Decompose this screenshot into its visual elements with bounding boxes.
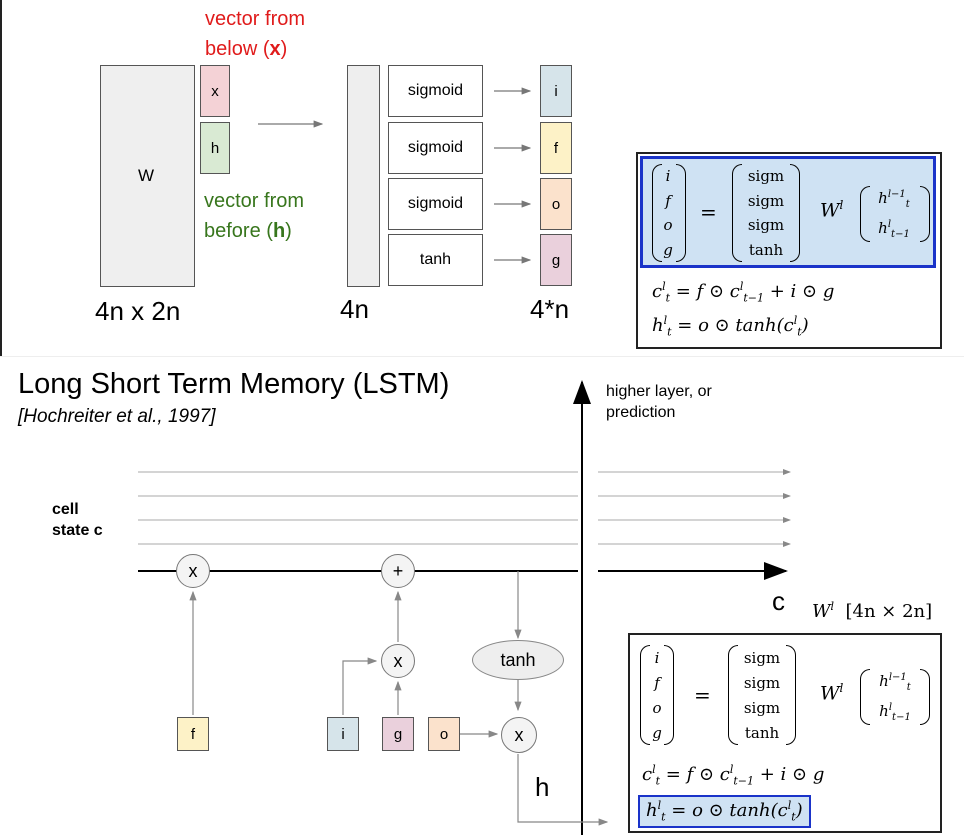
bottom-equation-cell-update: clt = f ⊙ clt−1 + i ⊙ g [642, 763, 825, 788]
label-vector-from-below: vector from below (x) [205, 8, 306, 60]
activation-sigmoid-f: sigmoid [388, 122, 483, 174]
equation-cell-update: clt = f ⊙ clt−1 + i ⊙ g [652, 280, 835, 305]
arrow-i-to-mul [342, 657, 378, 715]
top-arrows [258, 87, 532, 264]
input-multiply-op: x [381, 644, 415, 678]
slide-divider [0, 356, 964, 357]
lstm-diagram-lines [138, 380, 791, 835]
cell-add-op: + [381, 554, 415, 588]
gate-i-box: i [540, 65, 572, 117]
lstm-gate-i: i [327, 717, 359, 751]
equation-weight: Wl [820, 198, 844, 222]
forget-multiply-op: x [176, 554, 210, 588]
pre-activation-vector [347, 65, 380, 287]
gate-g-box: g [540, 234, 572, 286]
arrow-h-output [517, 754, 609, 826]
label-cell-state: cell state c [52, 501, 103, 539]
tanh-node: tanh [472, 640, 564, 680]
equation-highlight [640, 156, 936, 268]
gate-o-box: o [540, 178, 572, 230]
output-multiply-op: x [501, 717, 537, 753]
label-c-output: c [772, 586, 785, 616]
weight-matrix-w: W [100, 65, 195, 287]
input-x-box: x [200, 65, 230, 117]
dim-label-w: 4n x 2n [95, 296, 181, 326]
lstm-citation: [Hochreiter et al., 1997] [18, 406, 216, 427]
input-h-box: h [200, 122, 230, 174]
dim-label-4starn: 4*n [530, 294, 570, 324]
activation-sigmoid-o: sigmoid [388, 178, 483, 230]
equation-h-vector: hl−1t hlt−1 [878, 188, 910, 240]
equation-hidden-update: hlt = o ⊙ tanh(clt) [652, 314, 809, 339]
activation-sigmoid-i: sigmoid [388, 65, 483, 117]
dim-label-4n: 4n [340, 294, 369, 324]
bottom-equation-hidden-update: hlt = o ⊙ tanh(clt) [638, 795, 811, 828]
cell-state-stack-lines [138, 469, 791, 547]
lstm-title: Long Short Term Memory (LSTM) [18, 368, 450, 400]
lstm-gate-g: g [382, 717, 414, 751]
label-higher-layer: higher layer, or prediction [606, 383, 712, 421]
label-vector-from-before: vector from before (h) [204, 190, 305, 242]
activation-tanh-g: tanh [388, 234, 483, 286]
gate-f-box: f [540, 122, 572, 174]
left-edge-line [0, 0, 2, 356]
label-h-output: h [535, 772, 550, 802]
label-w-dims: Wl [4n × 2n] [812, 600, 933, 622]
lstm-gate-o: o [428, 717, 460, 751]
lstm-gate-f: f [177, 717, 209, 751]
